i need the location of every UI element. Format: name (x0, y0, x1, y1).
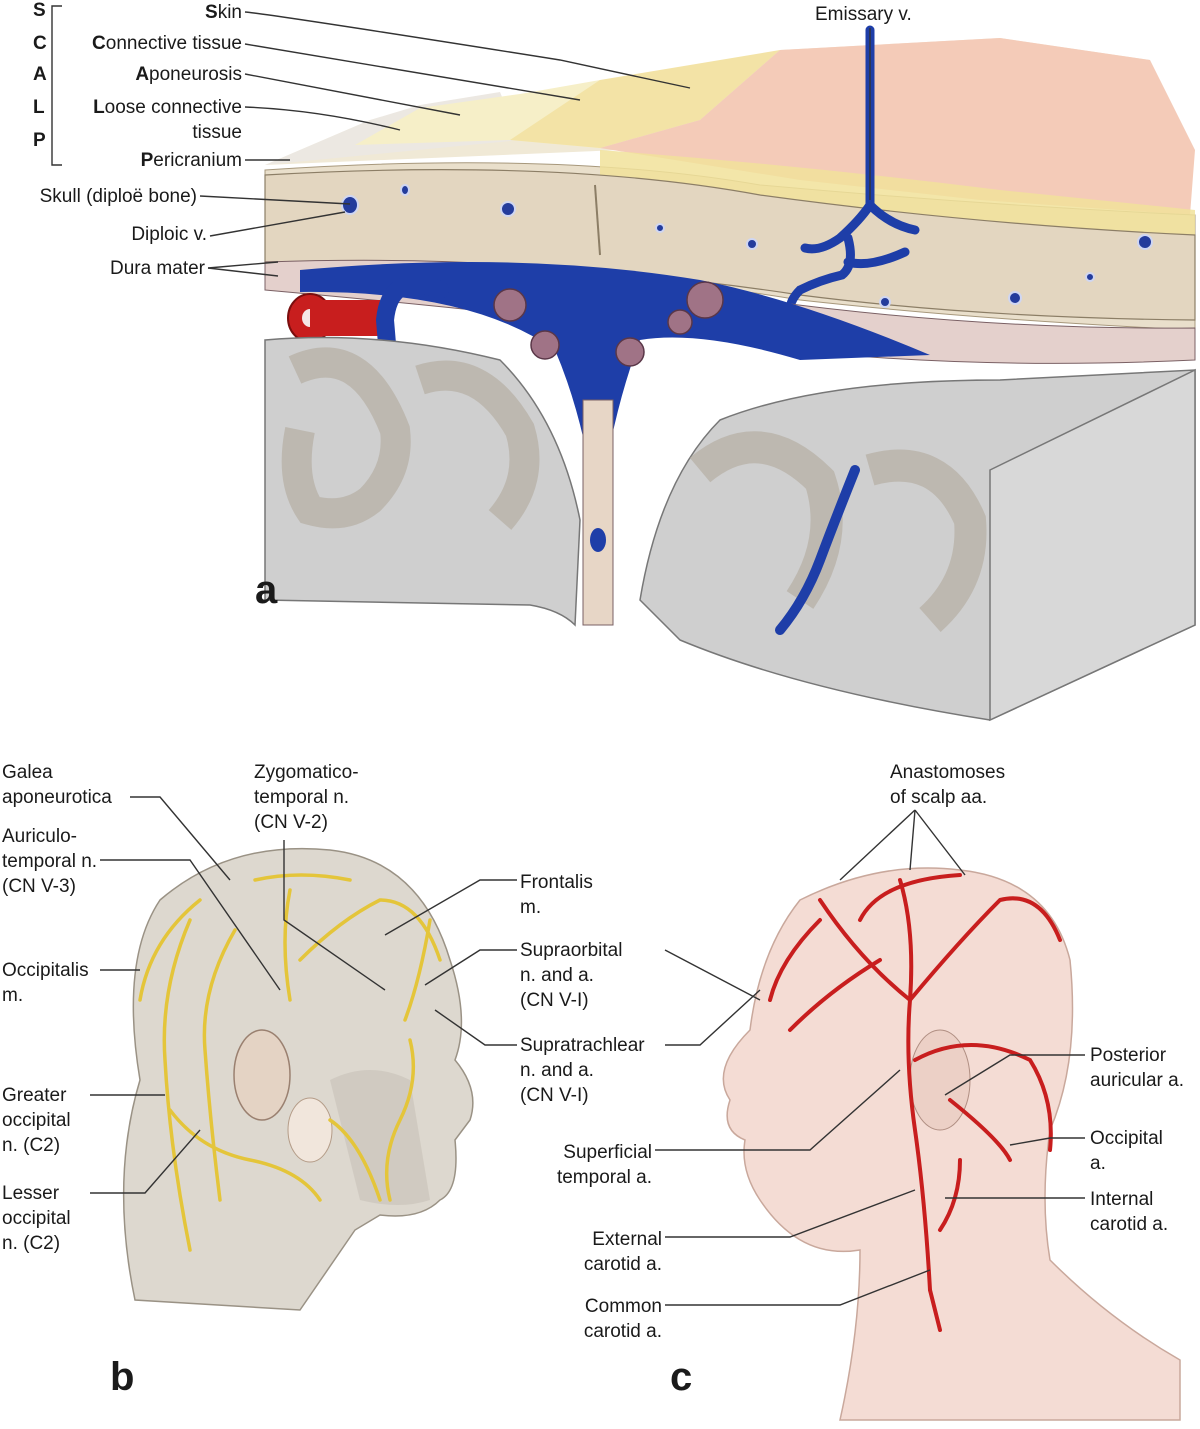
scalp-letter-a: A (33, 64, 47, 85)
yellow-bands (600, 150, 1195, 250)
label-posterior-auricular-artery: Posterior auricular a. (1090, 1045, 1184, 1091)
diploic-veins (341, 184, 1153, 308)
label-dura-mater: Dura mater (109, 258, 205, 279)
brain-left-gyri (281, 347, 540, 530)
scalp-letter-p: P (33, 130, 46, 151)
label-connective-tissue: Connective tissue (92, 33, 242, 54)
label-supratrachlear: Supratrachlear n. and a. (CN V-I) (520, 1035, 645, 1106)
label-skull: Skull (diploë bone) (39, 186, 197, 207)
head-c (722, 867, 1181, 1421)
connective-tissue-layer (510, 50, 780, 148)
artery-network-c (768, 873, 1062, 1332)
label-common-carotid-artery: Common carotid a. (583, 1296, 662, 1342)
label-auriculotemporal-nerve: Auriculo- temporal n. (CN V-3) (2, 826, 98, 897)
ear-b (233, 1029, 291, 1121)
label-lesser-occipital-nerve: Lesser occipital n. (C2) (2, 1183, 71, 1254)
label-external-carotid-artery: External carotid a. (583, 1229, 662, 1275)
label-anastomoses: Anastomoses of scalp aa. (890, 762, 1006, 808)
label-greater-occipital-nerve: Greater occipital n. (C2) (2, 1085, 71, 1156)
scalp-letter-s: S (33, 0, 46, 21)
arachnoid-granulations (493, 281, 724, 367)
emissary-vein (785, 25, 920, 315)
label-diploic-vein: Diploic v. (131, 224, 207, 245)
label-superficial-temporal-artery: Superficial temporal a. (556, 1142, 652, 1188)
label-zygomaticotemporal-nerve: Zygomatico- temporal n. (CN V-2) (254, 762, 359, 833)
label-skin: Skin (205, 2, 242, 23)
label-pericranium: Pericranium (140, 150, 242, 171)
panel-letter-b: b (110, 1355, 135, 1399)
label-supraorbital: Supraorbital n. and a. (CN V-I) (520, 940, 623, 1011)
label-loose-connective-tissue: Loose connective tissue (93, 97, 242, 143)
inferior-sagittal-sinus (590, 528, 606, 552)
scalp-letter-l: L (33, 97, 45, 118)
cortical-vein (775, 465, 860, 635)
face-muscles-b (330, 1070, 430, 1205)
scalp-letter-c: C (33, 33, 47, 54)
label-frontalis: Frontalis m. (520, 872, 593, 918)
parotid-gland-b (287, 1097, 333, 1163)
suture (594, 184, 601, 256)
label-occipital-artery: Occipital a. (1090, 1128, 1163, 1174)
label-internal-carotid-artery: Internal carotid a. (1090, 1189, 1169, 1235)
panel-letter-a: a (255, 568, 278, 612)
falx-cerebri (582, 399, 614, 626)
label-galea-aponeurotica: Galea aponeurotica (2, 762, 112, 808)
superior-sagittal-sinus (300, 262, 930, 520)
panel-letter-c: c (670, 1355, 693, 1399)
brain-side-face (989, 368, 1196, 722)
label-aponeurosis: Aponeurosis (135, 64, 242, 85)
label-occipitalis: Occipitalis m. (2, 960, 89, 1006)
label-emissary-vein: Emissary v. (815, 4, 912, 25)
nerve-network-b (138, 873, 442, 1252)
bridging-vein-left (375, 275, 449, 389)
